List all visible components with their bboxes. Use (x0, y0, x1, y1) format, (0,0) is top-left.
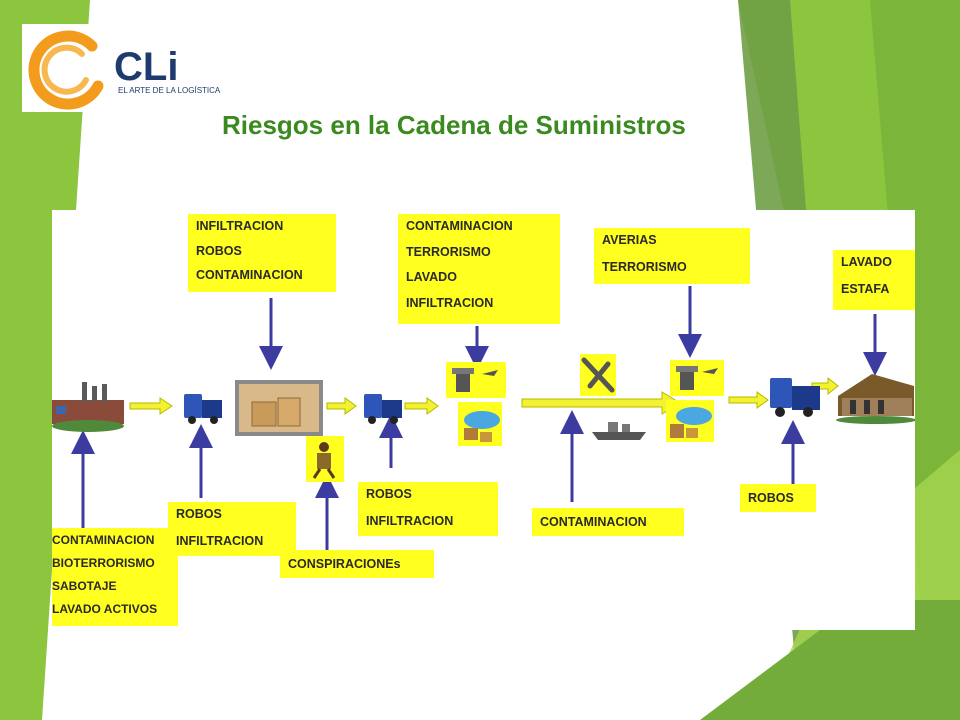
company-logo: CLi EL ARTE DE LA LOGÍSTICA (22, 24, 220, 112)
logo-ring-icon: CLi (28, 30, 178, 110)
risk-box-courier: CONSPIRACIONEs (280, 550, 434, 578)
cargo-icon (666, 400, 714, 442)
risk-box-port: AVERIAS TERRORISMO (594, 228, 750, 284)
truck-icon (770, 378, 820, 417)
diagram-graphics (52, 286, 915, 550)
flow-arrow (129, 397, 173, 415)
supply-chain-diagram: INFILTRACION ROBOS CONTAMINACION CONTAMI… (52, 210, 915, 630)
courier-icon (306, 436, 344, 482)
risk-box-destination: LAVADO ESTAFA (833, 250, 915, 310)
risk-box-truck3: ROBOS (740, 484, 816, 512)
risk-box-truck1: ROBOS INFILTRACION (168, 502, 296, 556)
ship-icon (592, 422, 646, 440)
risk-box-transit: CONTAMINACION (532, 508, 684, 536)
flow-arrow (728, 391, 769, 409)
flow-arrow (326, 397, 357, 415)
truck-icon (184, 394, 222, 424)
factory-icon (52, 382, 124, 432)
logo-tagline: EL ARTE DE LA LOGÍSTICA (118, 86, 221, 95)
logo-brand: CLi (114, 45, 178, 89)
flow-arrow (404, 397, 439, 415)
airport-icon (670, 360, 724, 396)
risk-box-truck2: ROBOS INFILTRACION (358, 482, 498, 536)
page-title: Riesgos en la Cadena de Suministros (222, 110, 686, 140)
airport-icon (446, 362, 506, 398)
airplane-icon (580, 354, 616, 396)
flow-arrows (129, 376, 839, 415)
warehouse-icon (235, 380, 323, 436)
risk-box-factory: CONTAMINACION BIOTERRORISMO SABOTAJE LAV… (52, 528, 178, 626)
risk-box-airport: CONTAMINACION TERRORISMO LAVADO INFILTRA… (398, 214, 560, 324)
truck-icon (364, 394, 402, 424)
risk-box-warehouse: INFILTRACION ROBOS CONTAMINACION (188, 214, 336, 292)
risk-arrows (71, 286, 887, 550)
cargo-icon (458, 402, 502, 446)
building-icon (836, 374, 915, 424)
